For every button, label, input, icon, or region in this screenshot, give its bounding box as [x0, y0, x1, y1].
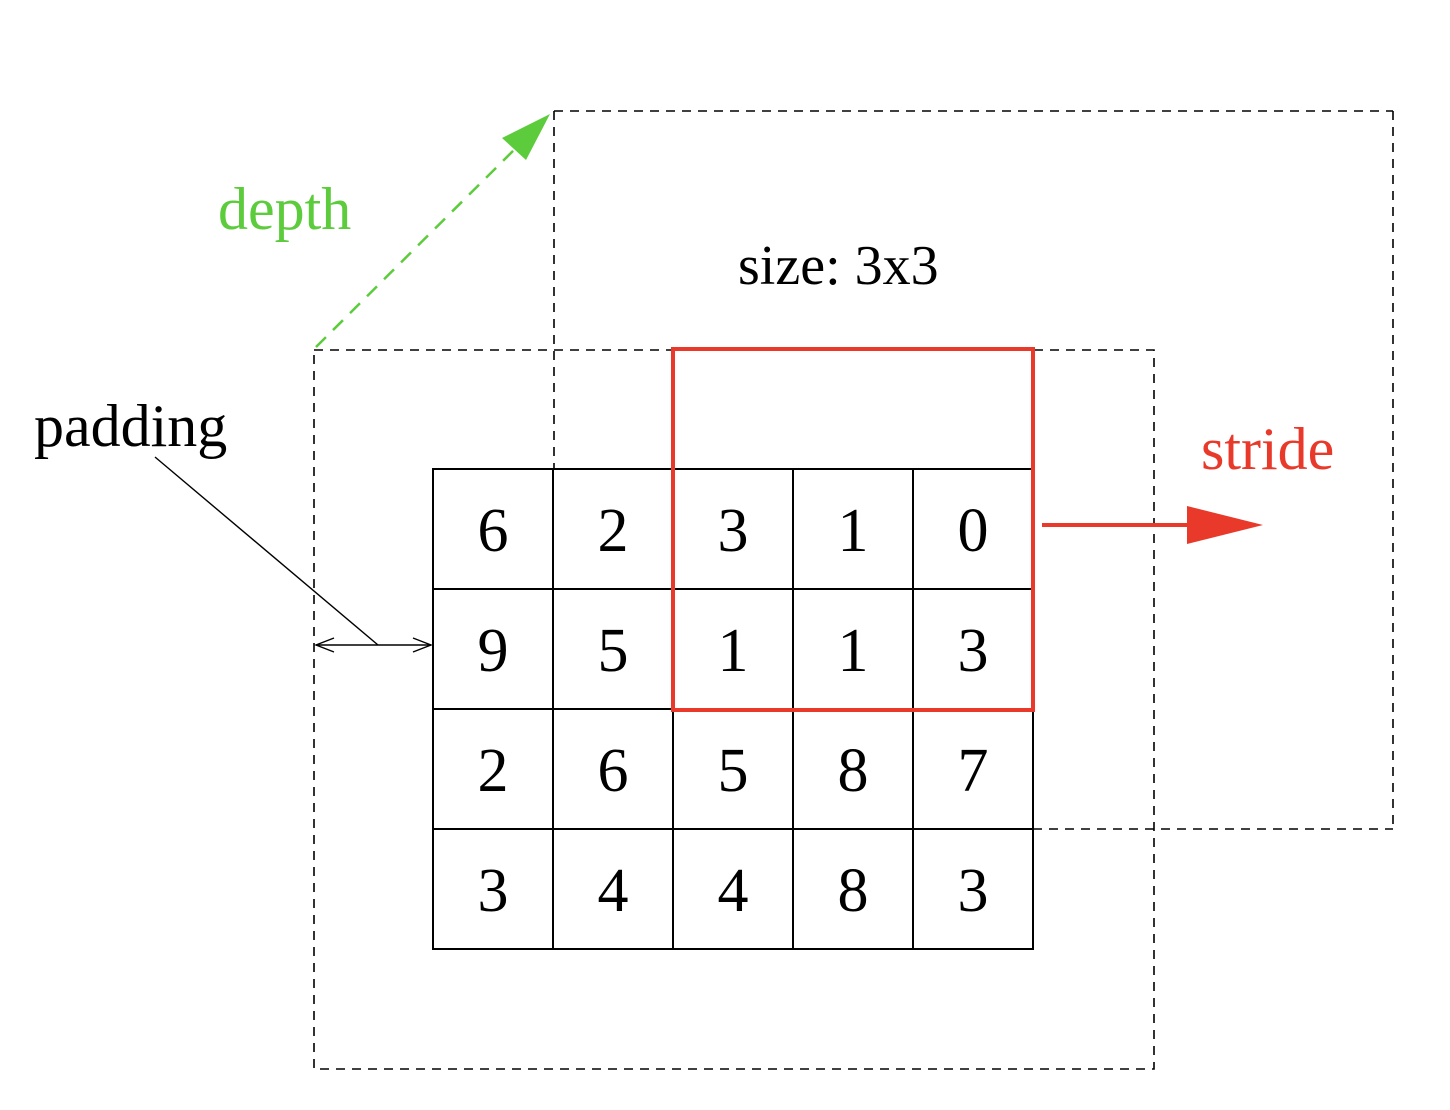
grid-cell-value: 7 — [958, 737, 989, 805]
grid-cell-value: 1 — [838, 617, 869, 685]
padding-width-arrow — [314, 637, 433, 653]
grid-cell-value: 4 — [718, 857, 749, 925]
grid-cell-value: 0 — [958, 497, 989, 565]
grid-cell-value: 1 — [718, 617, 749, 685]
grid-cell — [912, 828, 1034, 950]
grid-cell-value: 8 — [838, 857, 869, 925]
grid-cell-value: 2 — [598, 497, 629, 565]
grid-cell-value: 5 — [718, 737, 749, 805]
grid-cell-value: 6 — [478, 497, 509, 565]
stride-label: stride — [1201, 416, 1334, 482]
depth-label: depth — [218, 176, 351, 242]
grid-cell-value: 3 — [478, 857, 509, 925]
grid-cell-value: 1 — [838, 497, 869, 565]
filter-window — [671, 347, 1035, 712]
stride-arrow — [1042, 506, 1263, 544]
grid-cell-value: 4 — [598, 857, 629, 925]
grid-cell-value: 3 — [958, 617, 989, 685]
input-grid: 6 2 3 1 0 9 5 1 1 3 2 6 5 8 7 3 4 4 8 3 — [432, 468, 1034, 950]
grid-cell-value: 3 — [958, 857, 989, 925]
grid-cell-value: 8 — [838, 737, 869, 805]
size-label: size: 3x3 — [738, 235, 939, 297]
grid-cell-value: 5 — [598, 617, 629, 685]
grid-cell-value: 2 — [478, 737, 509, 805]
padding-pointer-line — [154, 456, 379, 646]
grid-cell-value: 9 — [478, 617, 509, 685]
depth-layer-frame — [553, 110, 1394, 830]
grid-cell-value: 6 — [598, 737, 629, 805]
grid-cell-value: 3 — [718, 497, 749, 565]
padding-label: padding — [34, 393, 227, 459]
depth-arrow — [315, 114, 550, 348]
